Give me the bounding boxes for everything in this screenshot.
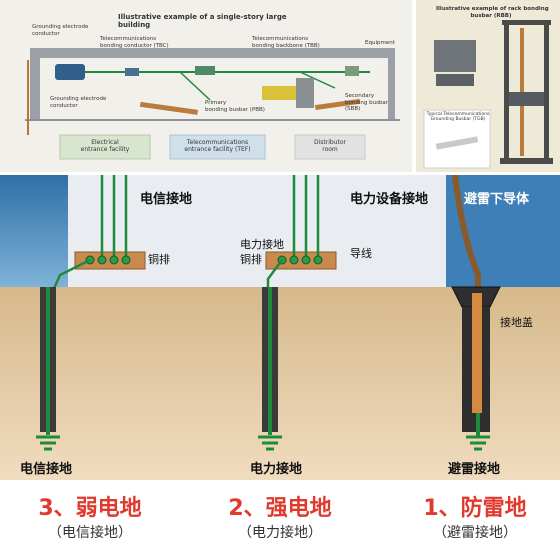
rack-base — [500, 158, 553, 164]
equipment-box — [345, 66, 359, 76]
rack-top — [502, 20, 551, 25]
label-grounding-electrode-bottom: Grounding electrode conductor — [50, 96, 107, 109]
label-lightning-ground-bottom: 避雷接地 — [448, 462, 501, 477]
lightning-down-conductor — [452, 175, 481, 293]
room-electrical-label: Electrical entrance facility — [80, 139, 130, 153]
building-illustration-title: Illustrative example of a single-story l… — [118, 13, 287, 29]
label-conductor: 导线 — [350, 247, 372, 260]
distributor-room-box — [294, 134, 366, 160]
tgb-inset-caption: Typical Telecommunications Grounding Bus… — [426, 112, 490, 122]
label-telecom-ground-top: 电信接地 — [140, 192, 193, 207]
power-ground-symbol — [258, 435, 282, 451]
rack-busbar-title: Illustrative example of rack bonding bus… — [436, 6, 549, 19]
label-tbb: Telecommunications bonding backbone (TBB… — [252, 36, 320, 49]
label-equipment: Equipment — [365, 40, 395, 46]
label-grounding-electrode-top: Grounding electrode conductor — [32, 24, 89, 37]
electrical-room-box — [59, 134, 151, 160]
label-power-equipment-ground: 电力设备接地 — [350, 192, 429, 207]
building-diagram — [25, 48, 400, 160]
room-distributor-label: Distributor room — [313, 139, 346, 153]
sbb-busbar — [314, 98, 361, 111]
lightning-rod-tail — [476, 413, 480, 437]
tbc-box — [125, 68, 139, 76]
grounding-diagram-art — [0, 175, 560, 480]
grounding-diagram: 电信接地 电力设备接地 避雷下导体 铜排 电力接地 铜排 导线 接地盖 电信接地… — [0, 175, 560, 480]
caption-lightning-sub: （避雷接地） — [433, 525, 517, 541]
rack-post-right — [544, 22, 549, 162]
tef-room-box — [169, 134, 266, 160]
label-lightning-down-conductor: 避雷下导体 — [464, 192, 530, 207]
caption-weak-current-sub: （电信接地） — [48, 525, 132, 541]
label-telecom-ground-bottom: 电信接地 — [20, 462, 73, 477]
lightning-rod — [472, 293, 482, 413]
power-rod — [268, 287, 272, 435]
tbb-branch-2 — [299, 71, 336, 89]
rack-tray — [262, 86, 296, 100]
caption-strong-current-title: 2、强电地 — [228, 496, 332, 521]
building-illustration-panel: Illustrative example of a single-story l… — [0, 0, 412, 172]
rack-equipment — [509, 92, 544, 106]
rack-cabinet — [296, 78, 314, 108]
caption-weak-current-title: 3、弱电地 — [38, 496, 142, 521]
building-wall — [30, 48, 395, 120]
label-copper-bar: 铜排 — [148, 253, 170, 266]
tgb-bar — [435, 136, 479, 150]
equipment-box-1 — [195, 66, 215, 75]
room-tef-label: Telecommunications entrance facility (TE… — [184, 139, 251, 153]
telecom-rod — [46, 287, 50, 435]
telecom-ground-symbol — [36, 435, 60, 451]
caption-strong-current-sub: （电力接地） — [238, 525, 322, 541]
label-sbb: Secondary bonding busbar (SBB) — [345, 93, 389, 112]
electrical-panel — [55, 64, 85, 80]
rack-post-left — [504, 22, 509, 162]
caption-lightning-title: 1、防雷地 — [423, 496, 527, 521]
label-power-ground-bottom: 电力接地 — [250, 462, 303, 477]
pbb-busbar — [139, 101, 199, 115]
label-tbc: Telecommunications bonding conductor (TB… — [100, 36, 169, 49]
equipment-chassis — [434, 40, 476, 72]
label-ground-cover: 接地盖 — [500, 316, 533, 329]
rack-diagram — [423, 20, 553, 169]
tbb-branch — [179, 71, 211, 101]
label-pbb: Primary bonding busbar (PBB) — [205, 100, 265, 113]
equipment-chassis-2 — [436, 74, 474, 86]
tgb-inset — [423, 109, 491, 169]
label-power-ground-copper: 电力接地 铜排 — [240, 238, 284, 266]
rack-busbar-panel: Illustrative example of rack bonding bus… — [416, 0, 560, 172]
